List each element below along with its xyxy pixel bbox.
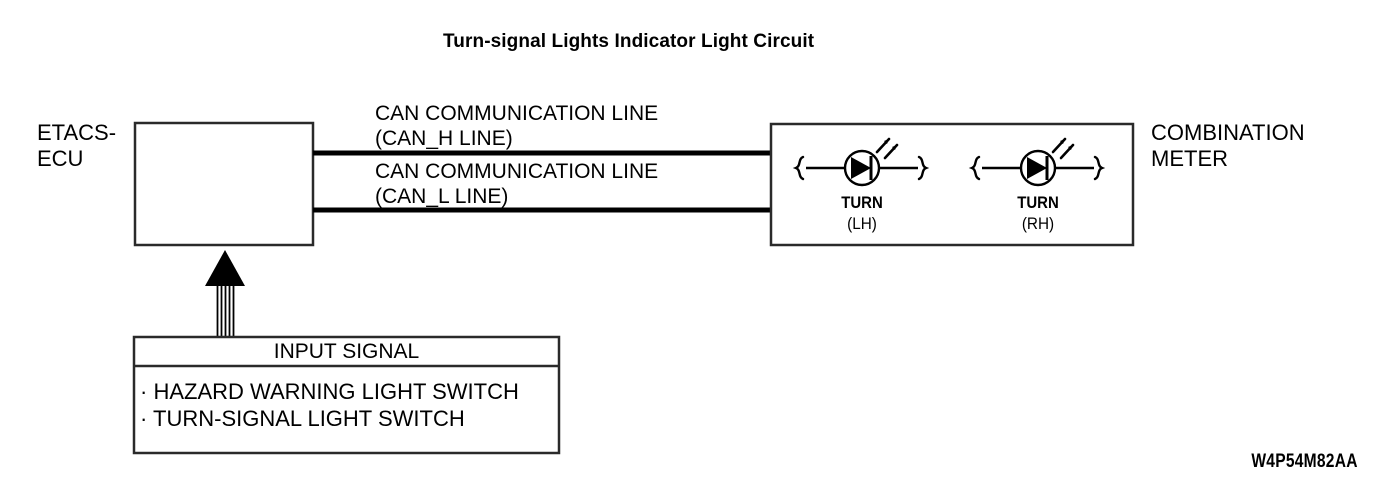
- etacs-ecu-box: [133, 121, 315, 247]
- turn-lh-side: (LH): [847, 214, 877, 233]
- input-signal-arrow: [205, 250, 245, 337]
- input-signal-box: [132, 335, 561, 455]
- can-l-line-label-line1: CAN COMMUNICATION LINE: [375, 160, 659, 183]
- can-h-line-label-line2: (CAN_H LINE): [375, 127, 513, 150]
- page-title: Turn-signal Lights Indicator Light Circu…: [443, 31, 815, 52]
- input-signal-title: INPUT SIGNAL: [273, 340, 420, 363]
- figure-code: W4P54M82AA: [1251, 451, 1358, 472]
- combination-meter-label-line2: METER: [1151, 146, 1228, 171]
- turn-rh-indicator-symbol: [968, 137, 1106, 187]
- input-signal-item-0: · HAZARD WARNING LIGHT SWITCH: [140, 379, 519, 404]
- etacs-ecu-label-line1: ETACS-: [37, 120, 117, 145]
- turn-rh-name: TURN: [1017, 193, 1059, 212]
- can-l-line-label-line2: (CAN_L LINE): [375, 185, 509, 208]
- input-signal-item-1: · TURN-SIGNAL LIGHT SWITCH: [140, 406, 465, 431]
- etacs-ecu-label-line2: ECU: [37, 146, 84, 171]
- turn-lh-indicator-symbol: [792, 137, 930, 187]
- turn-lh-name: TURN: [841, 193, 883, 212]
- combination-meter-label-line1: COMBINATION: [1151, 120, 1305, 145]
- turn-rh-side: (RH): [1021, 214, 1055, 233]
- can-h-line-label-line1: CAN COMMUNICATION LINE: [375, 102, 659, 125]
